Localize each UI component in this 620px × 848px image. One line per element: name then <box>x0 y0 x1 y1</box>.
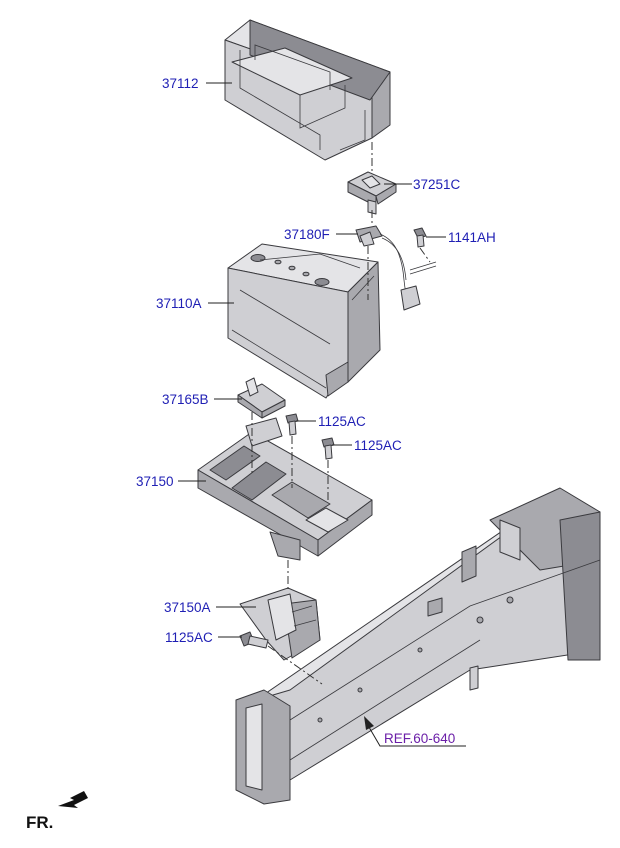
label-ref-60-640: REF.60-640 <box>384 731 455 746</box>
battery-sensor-cable <box>355 225 437 311</box>
front-side-member <box>235 487 601 805</box>
label-37180f: 37180F <box>284 227 330 242</box>
label-37150a: 37150A <box>164 600 211 615</box>
front-direction-marker: FR. <box>26 791 88 832</box>
tray-support-bracket <box>239 587 321 661</box>
label-37110a: 37110A <box>156 296 202 311</box>
battery <box>227 243 381 399</box>
bolt-1125ac-middle <box>321 437 335 460</box>
label-37165b: 37165B <box>162 392 209 407</box>
front-label: FR. <box>26 813 53 832</box>
battery-bracket <box>237 377 286 419</box>
label-1125ac-middle: 1125AC <box>354 438 402 453</box>
ref-arrowhead <box>364 716 374 730</box>
front-arrow-icon <box>58 791 88 808</box>
label-37251c: 37251C <box>413 177 461 192</box>
bolt-1125ac-upper <box>285 413 299 436</box>
bolt-1125ac-lower <box>239 631 269 649</box>
bolt-1141ah <box>413 227 427 248</box>
leader-lines <box>178 82 466 747</box>
label-37150: 37150 <box>136 474 174 489</box>
battery-clamp <box>347 171 397 215</box>
label-1141ah: 1141AH <box>448 230 496 245</box>
label-37112: 37112 <box>162 76 199 91</box>
label-1125ac-upper: 1125AC <box>318 414 366 429</box>
battery-tray <box>197 417 373 561</box>
label-1125ac-lower: 1125AC <box>165 630 213 645</box>
battery-insulation-cover <box>224 19 391 161</box>
assembly-center-lines <box>251 142 431 685</box>
